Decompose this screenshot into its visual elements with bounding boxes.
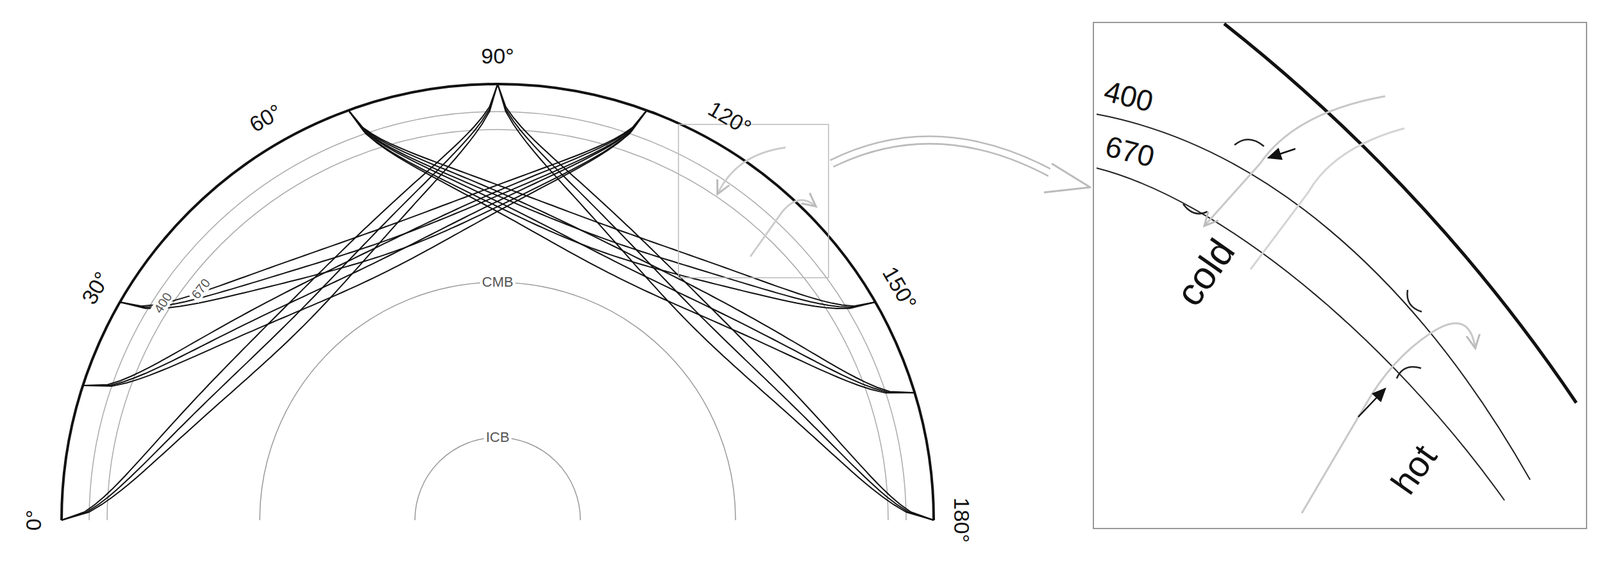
depth-label: 400 — [1101, 75, 1157, 117]
hot-arrow — [1358, 388, 1386, 417]
hot-plume-flow — [1301, 323, 1475, 514]
ray-path — [119, 110, 648, 308]
cold-flow-mini — [718, 147, 786, 193]
ray-path — [348, 110, 915, 394]
hot-flow-mini — [750, 200, 815, 257]
ray-path — [61, 84, 498, 521]
inset-surface — [1224, 23, 1577, 403]
region-label: cold — [1169, 232, 1242, 313]
region-label: hot — [1385, 438, 1444, 501]
degree-label: 30° — [77, 268, 113, 308]
cold-arrow — [1268, 148, 1296, 158]
cold-400-bump — [1234, 139, 1264, 147]
ray-path — [119, 110, 648, 309]
ray-path — [348, 110, 915, 393]
degree-label: 150° — [879, 262, 921, 313]
pointer-arrow-inner — [831, 139, 1065, 181]
ray-paths — [61, 84, 934, 521]
degree-label: 120° — [704, 97, 755, 140]
hot-400-dip — [1406, 289, 1422, 312]
hot-670-bump — [1396, 366, 1422, 379]
surface-arc — [61, 84, 934, 521]
cold-slab-edge — [1250, 128, 1405, 270]
depth-label: 670 — [1102, 130, 1158, 172]
depth-label: 400 — [150, 287, 176, 317]
cold-670-bump — [1183, 203, 1208, 214]
boundary-label: ICB — [484, 429, 512, 446]
cold-slab-flow — [1205, 96, 1386, 225]
inset-400-line — [1096, 114, 1531, 480]
ray-path — [82, 110, 647, 386]
ray-path — [82, 110, 647, 386]
d400-arc — [89, 111, 907, 521]
ray-path — [348, 110, 915, 393]
icb-arc — [414, 437, 581, 521]
ray-path — [82, 110, 647, 387]
degree-label: 90° — [480, 44, 514, 67]
inset-670-line — [1096, 168, 1505, 501]
ray-path — [61, 84, 498, 521]
ray-path — [61, 84, 498, 521]
pointer-arrow-head — [1044, 163, 1091, 193]
inset-frame — [1093, 22, 1587, 529]
degree-label: 180° — [951, 497, 973, 543]
cmb-arc — [259, 282, 736, 521]
boundary-label: CMB — [480, 274, 516, 290]
degree-label: 60° — [245, 100, 286, 136]
pointer-arrow-outer — [831, 139, 1065, 181]
degree-label: 0° — [22, 509, 45, 531]
zoom-box — [678, 124, 829, 278]
ray-path — [119, 110, 648, 306]
